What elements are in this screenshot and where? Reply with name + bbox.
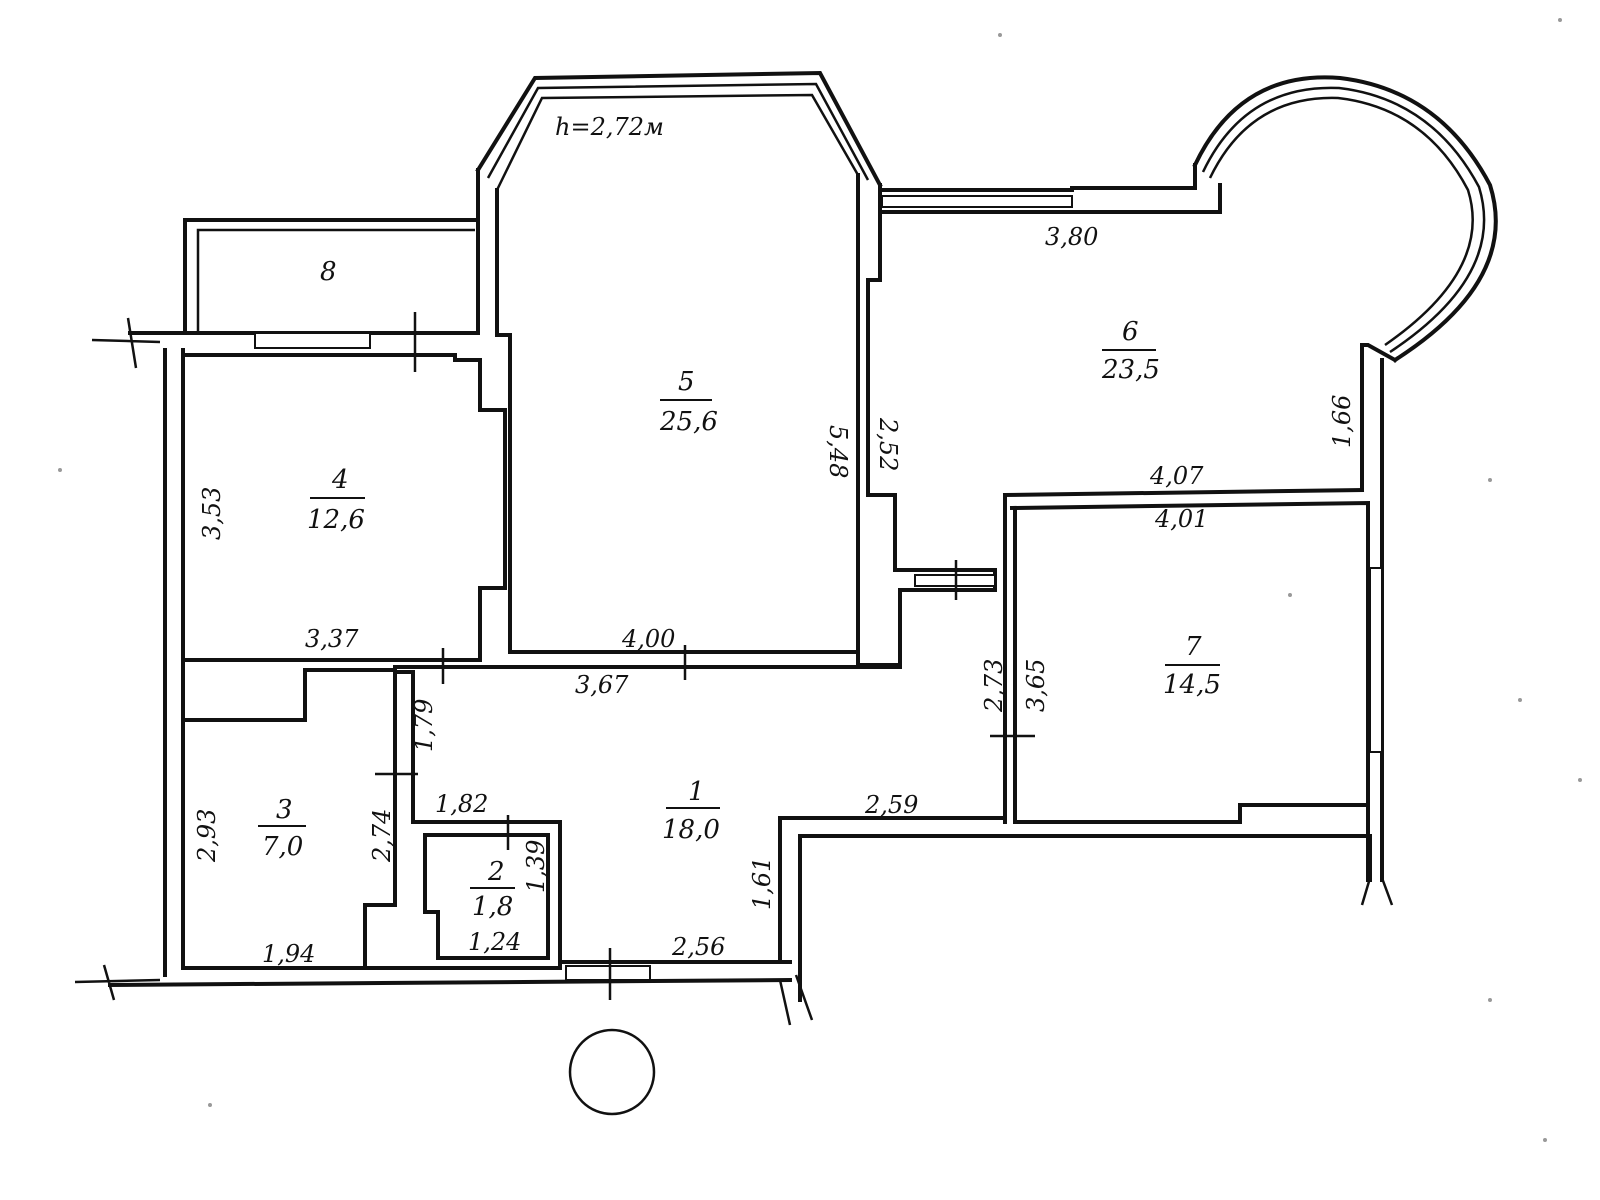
room-2-area: 1,8: [472, 892, 513, 922]
dim-3-53: 3,53: [198, 487, 226, 540]
room-4-area: 12,6: [307, 505, 365, 535]
dim-1-82: 1,82: [435, 790, 488, 818]
room-8-number: 8: [320, 257, 337, 287]
dim-2-52: 2,52: [874, 417, 902, 471]
dim-2-74: 2,74: [368, 809, 396, 863]
dim-3-67: 3,67: [575, 671, 629, 699]
dim-5-48: 5,48: [824, 425, 852, 478]
room-3-area: 7,0: [262, 832, 303, 862]
room-1-number: 1: [688, 777, 705, 807]
room-6-area: 23,5: [1101, 355, 1160, 385]
compass-circle: [568, 1028, 656, 1116]
dim-4-07: 4,07: [1149, 462, 1204, 490]
ticks: [375, 312, 1035, 1000]
room-5-number: 5: [678, 367, 695, 397]
dim-2-59: 2,59: [864, 791, 918, 819]
dim-2-93: 2,93: [193, 809, 221, 863]
dim-2-73: 2,73: [980, 659, 1008, 713]
dim-1-39: 1,39: [522, 840, 550, 893]
ceiling-height-label: h=2,72м: [555, 113, 664, 141]
room-1-area: 18,0: [662, 815, 720, 845]
room-6-number: 6: [1122, 317, 1139, 347]
room-5-area: 25,6: [659, 407, 718, 437]
walls: [74, 70, 1498, 1026]
dim-1-94: 1,94: [262, 940, 315, 968]
room-3-number: 3: [276, 795, 293, 825]
dim-2-56: 2,56: [671, 933, 725, 961]
room-2-number: 2: [487, 857, 505, 887]
room-7-area: 14,5: [1163, 670, 1221, 700]
dim-4-00: 4,00: [621, 625, 675, 653]
scan-noise: [58, 18, 1582, 1142]
dim-1-66: 1,66: [1328, 395, 1356, 448]
dim-3-65: 3,65: [1022, 659, 1050, 712]
labels: h=2,72м 8 5 25,6 6 23,5 4 12,6 7 14,5 1 …: [193, 113, 1356, 968]
dim-3-80: 3,80: [1045, 223, 1098, 251]
room-7-number: 7: [1185, 632, 1202, 662]
dim-1-79: 1,79: [410, 699, 438, 752]
dim-4-01: 4,01: [1154, 505, 1208, 533]
room-4-number: 4: [331, 465, 349, 495]
dim-1-24: 1,24: [468, 928, 521, 956]
dim-3-37: 3,37: [305, 625, 359, 653]
dim-1-61: 1,61: [748, 857, 776, 910]
